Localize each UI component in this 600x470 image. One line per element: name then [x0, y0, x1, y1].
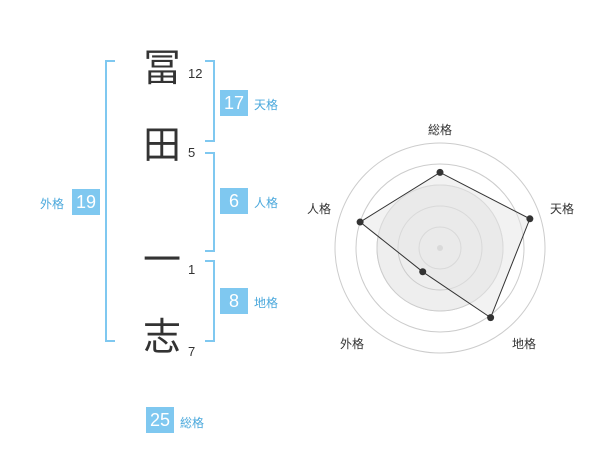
- stroke-count-2: 5: [188, 145, 196, 160]
- name-char-4: 志: [142, 315, 181, 359]
- radar-label-gaikaku: 外格: [340, 337, 365, 351]
- soukaku-value-badge: 25: [146, 407, 174, 433]
- gaikaku-label: 外格: [40, 197, 65, 211]
- radar-point-3: [487, 314, 495, 322]
- tenkaku-label: 天格: [254, 98, 279, 112]
- radar-label-jinkaku: 人格: [307, 202, 332, 216]
- radar-polygon: [359, 171, 531, 319]
- soukaku-label: 総格: [180, 416, 205, 430]
- tenkaku-bracket: [205, 60, 215, 142]
- radar-ring-5: [334, 142, 546, 354]
- radar-point-4: [419, 268, 427, 276]
- chikaku-bracket: [205, 260, 215, 342]
- stroke-count-4: 7: [188, 344, 196, 359]
- radar-label-soukaku: 総格: [428, 123, 453, 137]
- radar-label-tenkaku: 天格: [550, 202, 575, 216]
- radar-point-1: [436, 168, 444, 176]
- name-char-3: 一: [142, 238, 181, 282]
- radar-point-5: [356, 218, 364, 226]
- radar-label-chikaku: 地格: [512, 337, 537, 351]
- jinkaku-value-badge: 6: [220, 188, 248, 214]
- jinkaku-bracket: [205, 152, 215, 252]
- chikaku-value-badge: 8: [220, 288, 248, 314]
- gaikaku-value-badge: 19: [72, 189, 100, 215]
- name-char-2: 田: [142, 123, 181, 167]
- gaikaku-bracket: [105, 60, 115, 342]
- radar-ring-4: [355, 163, 525, 333]
- stroke-count-1: 12: [188, 66, 203, 81]
- chikaku-label: 地格: [254, 296, 279, 310]
- stroke-count-3: 1: [188, 262, 196, 277]
- name-char-1: 冨: [142, 46, 181, 90]
- radar-point-2: [526, 215, 534, 223]
- tenkaku-value-badge: 17: [220, 90, 248, 116]
- jinkaku-label: 人格: [254, 196, 279, 210]
